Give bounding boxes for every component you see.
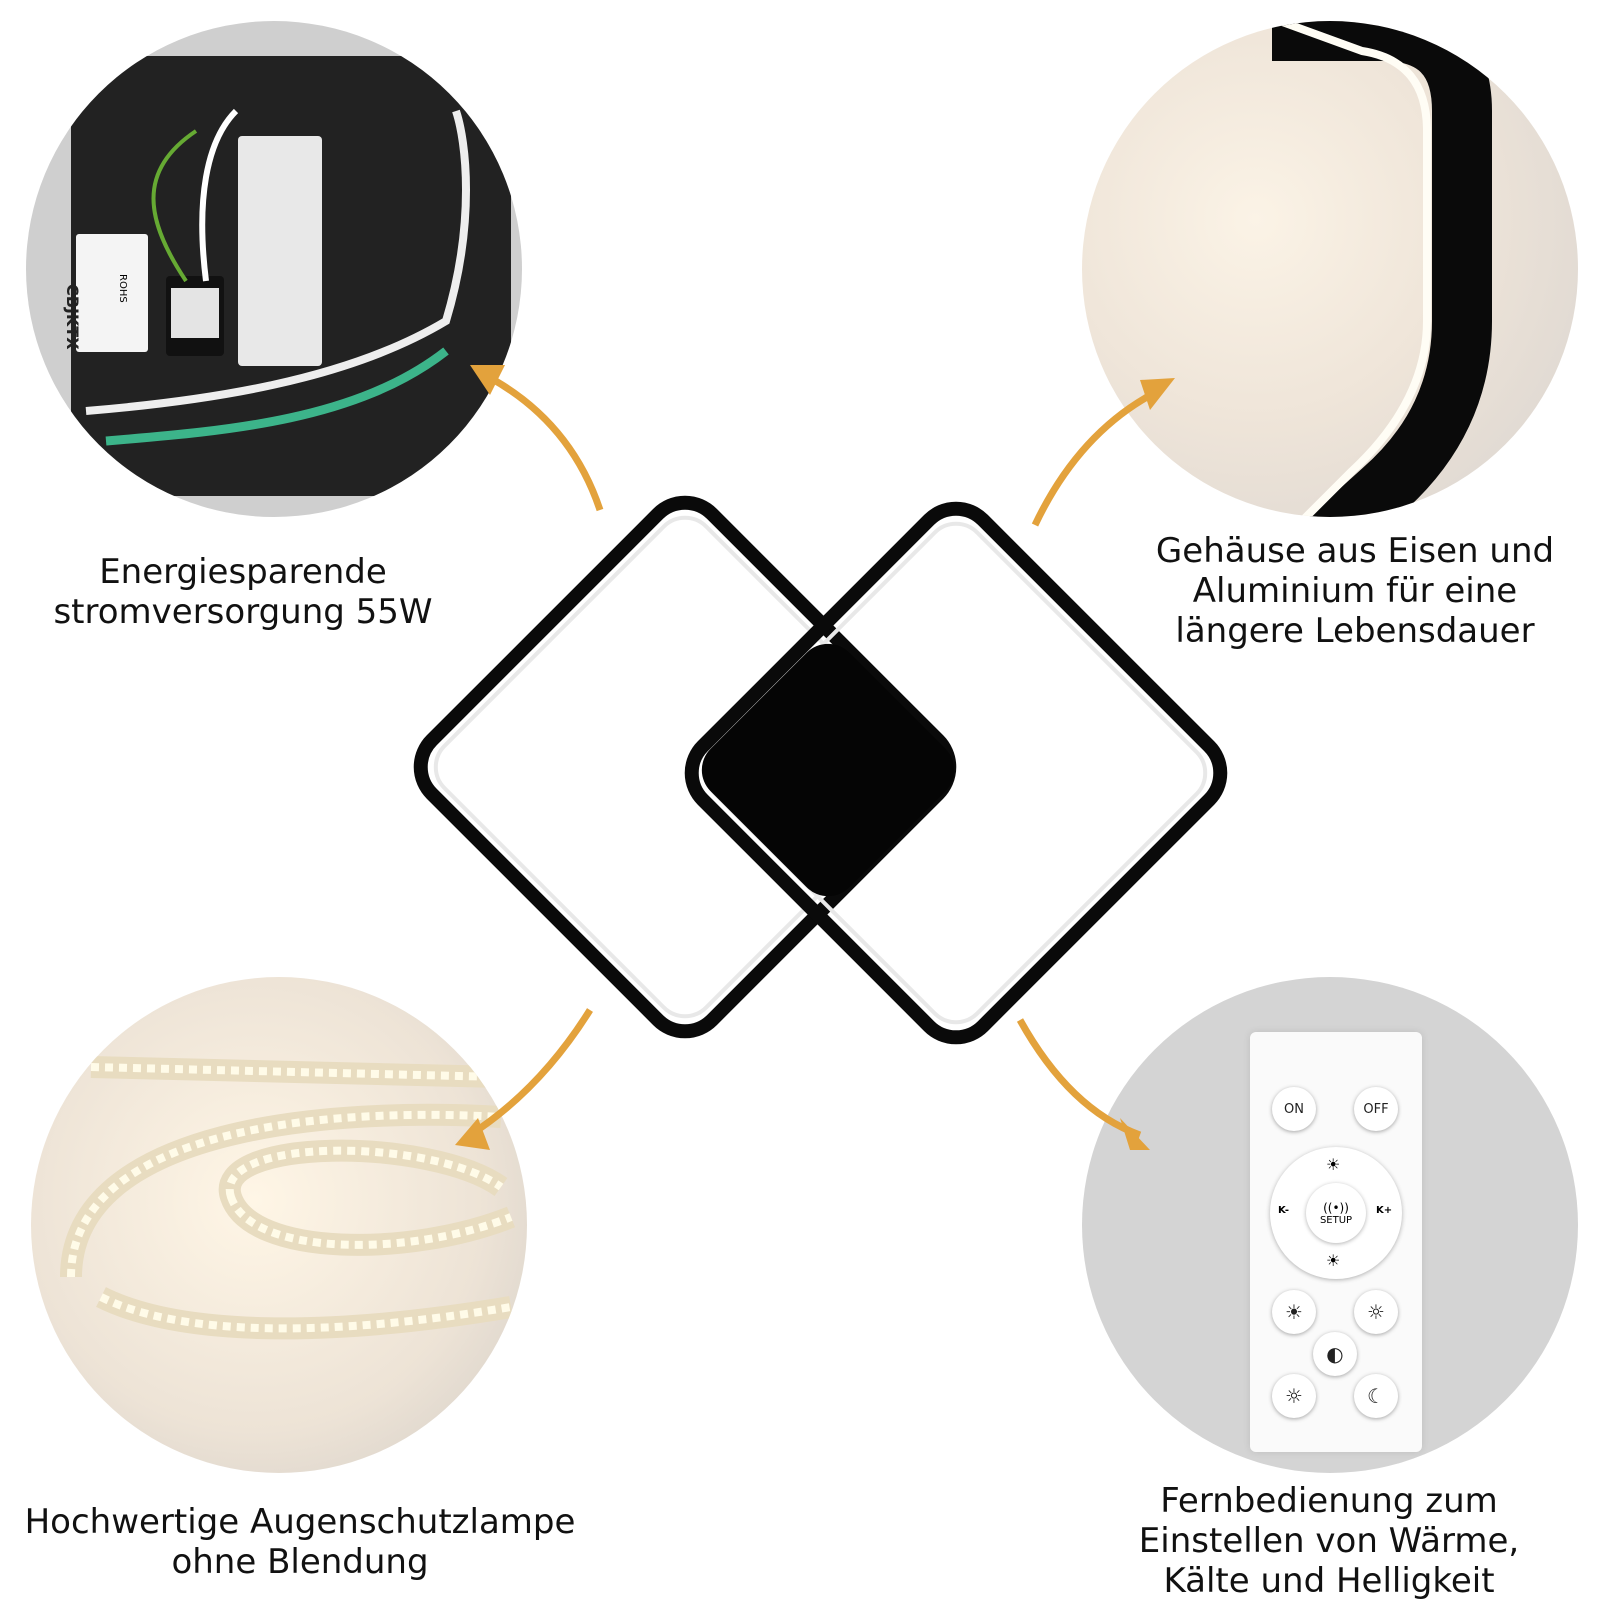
- off-button[interactable]: OFF: [1354, 1087, 1398, 1131]
- caption-line: Einstellen von Wärme,: [1138, 1521, 1520, 1561]
- frame-corner: [1267, 21, 1492, 517]
- led-driver: [238, 136, 322, 366]
- caption-line: Fernbedienung zum: [1160, 1481, 1498, 1521]
- cool-light-icon: ☼: [1367, 1300, 1385, 1324]
- lamp-button[interactable]: ☼: [1272, 1374, 1316, 1418]
- caption-housing: Gehäuse aus Eisen und Aluminium für eine…: [1156, 531, 1554, 651]
- caption-line: Aluminium für eine: [1192, 571, 1518, 611]
- arrow-bottom-left: [468, 1008, 593, 1138]
- terminal-block: [166, 276, 224, 356]
- night-mode-icon: ☾: [1367, 1384, 1385, 1408]
- night-mode-button[interactable]: ☾: [1354, 1374, 1398, 1418]
- cool-light-button[interactable]: ☼: [1354, 1290, 1398, 1334]
- direction-pad: ☀ ☀ K- K+ ((•)) SETUP: [1270, 1147, 1402, 1279]
- caption-line: Kälte und Helligkeit: [1163, 1561, 1495, 1600]
- caption-line: stromversorgung 55W: [53, 592, 433, 632]
- setup-label: SETUP: [1319, 1214, 1353, 1226]
- remote-control: ON OFF ☀ ☀ K- K+ ((•)) SETUP ☀ ☼ ◐ ☼ ☾: [1250, 1032, 1422, 1452]
- lamp: [413, 495, 1228, 1045]
- led-strip: [60, 1056, 516, 1340]
- product-label: CBJKTX ROHS: [63, 234, 148, 352]
- on-button[interactable]: ON: [1272, 1087, 1316, 1131]
- caption-line: Energiesparende: [99, 552, 387, 592]
- remote-control-photo: ON OFF ☀ ☀ K- K+ ((•)) SETUP ☀ ☼ ◐ ☼ ☾: [1082, 977, 1578, 1473]
- wifi-icon: ((•)): [1323, 1200, 1349, 1215]
- warm-light-icon: ☀: [1285, 1300, 1303, 1324]
- brightness-down-icon[interactable]: ☀: [1326, 1251, 1341, 1270]
- brightness-up-icon[interactable]: ☀: [1326, 1155, 1341, 1174]
- lamp-icon: ☼: [1285, 1384, 1303, 1408]
- caption-line: Hochwertige Augenschutzlampe: [24, 1502, 576, 1542]
- caption-power-supply: Energiesparende stromversorgung 55W: [53, 552, 432, 632]
- setup-button[interactable]: ((•)) SETUP: [1306, 1183, 1366, 1243]
- warm-light-button[interactable]: ☀: [1272, 1290, 1316, 1334]
- wires: [85, 108, 470, 446]
- led-strip-photo: [31, 977, 527, 1473]
- caption-line: Gehäuse aus Eisen und: [1155, 531, 1555, 571]
- arrow-bottom-right: [1016, 1018, 1142, 1139]
- caption-remote: Fernbedienung zum Einstellen von Wärme, …: [1139, 1481, 1519, 1600]
- neutral-light-button[interactable]: ◐: [1313, 1332, 1357, 1376]
- housing-closeup-photo: [1082, 21, 1578, 517]
- caption-line: ohne Blendung: [171, 1542, 429, 1582]
- color-temp-down-button[interactable]: K-: [1278, 1205, 1290, 1216]
- arrow-top-right: [1031, 386, 1162, 527]
- power-supply-photo: CBJKTX ROHS: [26, 21, 522, 517]
- color-temp-up-button[interactable]: K+: [1376, 1205, 1393, 1216]
- neutral-light-icon: ◐: [1326, 1342, 1344, 1366]
- arrow-top-left: [483, 371, 604, 512]
- arrowheads: [455, 365, 1175, 1150]
- caption-led-strip: Hochwertige Augenschutzlampe ohne Blendu…: [25, 1502, 576, 1582]
- caption-line: längere Lebensdauer: [1175, 611, 1535, 651]
